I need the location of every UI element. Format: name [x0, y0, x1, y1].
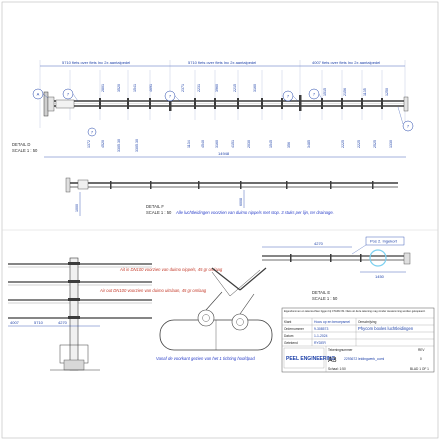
bottom-dim-6: 4540	[201, 140, 205, 148]
bottom-dim-15: 2525	[373, 140, 377, 148]
top-dim-1: 2801	[101, 84, 105, 92]
bottom-dim-1: 1372	[87, 140, 91, 148]
top-dim-4: 4691	[149, 84, 153, 92]
detail-d-title: DETAIL D	[12, 142, 30, 147]
balloon-7f	[402, 120, 414, 132]
left-dim-3: 4270	[58, 320, 68, 325]
detail-e-dim-2: 1450	[375, 274, 385, 279]
tb-label-getekend: Getekend	[284, 341, 298, 345]
span-label-1: 5710 fiets over fiets Inc 2x aantalpedel	[62, 60, 130, 65]
detail-f-scale: SCALE 1 : 50	[146, 210, 172, 215]
top-dim-3: 1541	[133, 84, 137, 92]
svg-text:7: 7	[313, 92, 316, 97]
tb-label-order: Ordernummer	[284, 327, 305, 331]
bottom-dim-13: 2225	[341, 140, 345, 148]
detail-e-title: DETAIL E	[312, 290, 330, 295]
top-dim-5: 2371	[181, 84, 185, 92]
side-view: Vanaf de voorkant gezien van het 1 ticht…	[156, 267, 273, 361]
top-dim-2: 3520	[117, 84, 121, 92]
title-block: Eigendommen en tekenrechten liggen bij C…	[281, 307, 435, 373]
svg-text:7: 7	[67, 92, 70, 97]
detail-f-dim-1: 1000	[75, 204, 79, 212]
svg-text:7: 7	[287, 94, 290, 99]
span-label-2: 5710 fiets over fiets Inc 2x aantalpedel	[188, 60, 256, 65]
svg-text:7: 7	[169, 94, 172, 99]
vertical-riser	[69, 257, 79, 371]
bottom-dim-12: 3485	[307, 140, 311, 148]
top-dim-6: 2231	[197, 84, 201, 92]
bottom-dim-3: 3305.30	[117, 139, 121, 152]
top-dim-13: 1250	[385, 88, 389, 96]
tb-label-omschrijving: Omschrijving	[358, 320, 377, 324]
tb-value-klant: Hoos op en beroepsmel	[314, 320, 350, 324]
left-note-1: Ait in DN100 voorzien van duimo nippels,…	[119, 267, 223, 272]
detail-e-scale: SCALE 1 : 50	[312, 296, 338, 301]
bottom-dim-8: 4151	[231, 140, 235, 148]
company-logo: PEEL ENGINEERING	[286, 356, 335, 362]
tb-value-order: 9-308573	[314, 327, 328, 331]
tb-drawing-number: 2293672 leidingwerk_coml	[344, 357, 384, 361]
top-dim-9: 3160	[253, 84, 257, 92]
left-dim-1: 4007	[10, 320, 20, 325]
flange-right	[403, 96, 409, 112]
tb-rev: 0	[420, 357, 422, 361]
bottom-dim-5: 1134	[187, 140, 191, 148]
tb-label-klant: Klant	[284, 320, 291, 324]
span-label-3: 4007 fiets over fiets Inc 2x aantalpedel	[312, 60, 380, 65]
top-dim-11: 2156	[343, 88, 347, 96]
tb-rev-label: REV	[418, 348, 425, 352]
detail-f-title: DETAIL F	[146, 204, 164, 209]
detail-d-scale: SCALE 1 : 50	[12, 148, 38, 153]
tb-label-datum: Datum	[284, 334, 294, 338]
top-dim-7: 3960	[215, 84, 219, 92]
detail-f-view: 1000 6008 DETAIL F SCALE 1 : 50 Alle luc…	[65, 177, 398, 216]
bottom-dim-4: 3305.30	[135, 139, 139, 152]
bottom-dim-14: 2225	[357, 140, 361, 148]
svg-text:A: A	[37, 92, 40, 97]
detail-e-view: Pos 2. Ingekort 4270 1450 DETAIL E SCALE…	[262, 236, 411, 301]
svg-text:7: 7	[91, 130, 94, 135]
tb-scale: Schaal: 1:50	[328, 367, 346, 371]
tb-format: A3	[328, 357, 337, 364]
title-block-notice: Eigendommen en tekenrechten liggen bij C…	[284, 309, 426, 313]
bottom-dim-7: 3160	[215, 140, 219, 148]
overall-dim: 14948	[218, 151, 230, 156]
detail-f-note: Alle luchtleidingen voorzien van duimo n…	[175, 210, 334, 215]
tb-sheet: BLAD 1 OF 1	[410, 367, 429, 371]
side-view-note: Vanaf de voorkant gezien van het 1 ticht…	[156, 356, 255, 361]
bottom-dim-9: 2030	[247, 140, 251, 148]
detail-e-callout: Pos 2. Ingekort	[370, 239, 398, 244]
tb-value-getekend: RYDER	[314, 341, 326, 345]
top-dim-12: 1135	[363, 88, 367, 96]
bottom-dim-10: 1545	[269, 140, 273, 148]
top-dim-8: 2215	[233, 84, 237, 92]
detail-e-dim: 4270	[314, 241, 324, 246]
detail-f-dim-2: 6008	[239, 198, 243, 206]
bottom-dim-2: 4520	[101, 140, 105, 148]
pipe-section-left	[197, 309, 215, 327]
bottom-dim-16: 1330	[389, 140, 393, 148]
svg-text:7: 7	[407, 124, 410, 129]
tb-value-omschrijving: Phycom boxles luchtleidingen	[358, 326, 414, 331]
highlight-ring	[369, 249, 387, 267]
left-dim-2: 5710	[34, 320, 44, 325]
tb-value-datum: 1-1-2024	[314, 334, 328, 338]
flange-left	[43, 91, 49, 117]
top-dim-10: 1515	[323, 88, 327, 96]
left-note-2: Air out DN100 voorzien van duimo uitslaa…	[99, 288, 207, 293]
pipe-section-right	[231, 313, 249, 331]
bottom-dim-11: 356	[287, 142, 291, 148]
tb-drawing-number-label: Tekeningnummer	[328, 348, 353, 352]
detail-d-view: 5710 fiets over fiets Inc 2x aantalpedel…	[12, 60, 414, 158]
left-elevation-view: Ait in DN100 voorzien van duimo nippels,…	[8, 257, 223, 371]
callout-box	[365, 236, 405, 246]
balloon-7b	[87, 127, 97, 137]
